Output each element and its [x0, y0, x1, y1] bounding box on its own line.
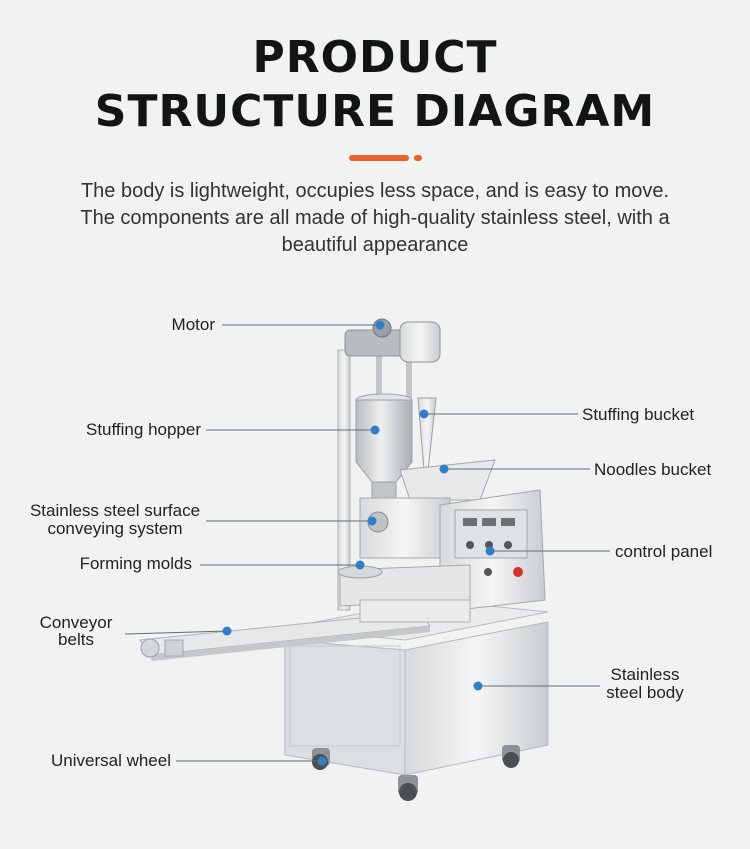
description-line1: The body is lightweight, occupies less s…: [80, 180, 670, 202]
label-stuffing-hopper: Stuffing hopper: [86, 420, 201, 439]
callout-dot-conveying-system: [367, 516, 377, 526]
label-stuffing-bucket: Stuffing bucket: [582, 405, 695, 424]
noodles-bucket-shape: [399, 459, 496, 501]
callout-dot-universal-wheel: [317, 756, 327, 766]
label-motor: Motor: [171, 315, 215, 334]
callout-dot-control-panel: [485, 546, 495, 556]
label-body-line1: Stainless: [610, 665, 680, 684]
description-line3: beautiful appearance: [281, 234, 469, 256]
label-conveyor-line1: Conveyor: [39, 613, 113, 632]
title-accent-bar: [349, 155, 409, 161]
motor-shape: [344, 318, 441, 363]
stuffing-hopper-shape: [355, 393, 413, 503]
callout-dot-stuffing-bucket: [419, 409, 429, 419]
callout-dot-forming-molds: [355, 560, 365, 570]
label-forming-molds: Forming molds: [79, 554, 192, 573]
label-body-line2: steel body: [606, 683, 684, 702]
label-conveying-line1: Stainless steel surface: [29, 501, 201, 520]
label-conveyor-line2: belts: [58, 630, 94, 649]
callout-dot-conveyor-belts: [222, 626, 232, 636]
callout-dot-noodles-bucket: [439, 464, 449, 474]
label-universal-wheel: Universal wheel: [51, 751, 171, 770]
stuffing-bucket-shape: [417, 397, 437, 471]
title-accent-dot: [414, 155, 422, 161]
stainless-steel-body: [284, 599, 549, 776]
machine-illustration: [139, 318, 549, 801]
callout-line-conveyor-belts: [124, 630, 228, 635]
callout-dot-motor: [375, 320, 385, 330]
callout-dots: [222, 320, 495, 766]
callout-dot-stuffing-hopper: [370, 425, 380, 435]
label-control-panel: control panel: [615, 542, 713, 561]
callouts: [124, 324, 610, 762]
label-noodles-bucket: Noodles bucket: [594, 460, 712, 479]
support-column: [337, 349, 351, 611]
label-conveying-line2: conveying system: [47, 519, 183, 538]
description-line2: The components are all made of high-qual…: [80, 207, 670, 229]
callout-dot-stainless-steel-body: [473, 681, 483, 691]
conveyor-belt-shape: [139, 611, 431, 661]
page-title-line1: PRODUCT: [252, 32, 498, 83]
page-title-line2: STRUCTURE DIAGRAM: [94, 86, 656, 137]
